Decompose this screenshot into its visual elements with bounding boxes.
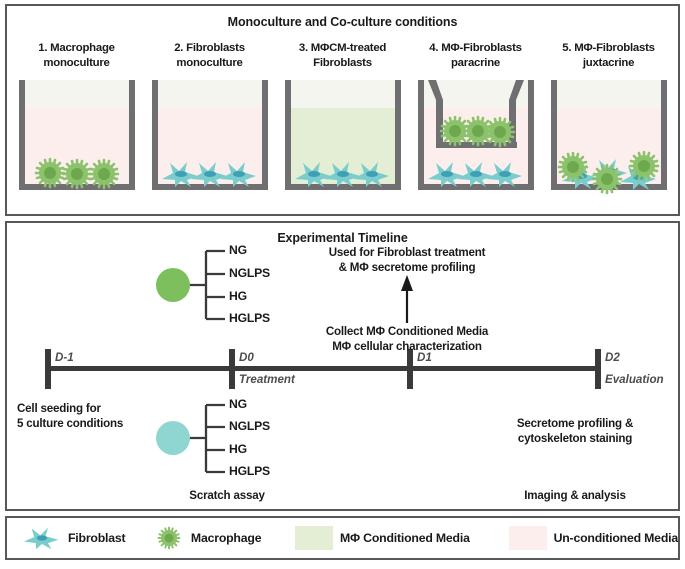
annotation-used-for: Used for Fibroblast treatment & MΦ secre… — [289, 245, 525, 275]
well-mcm-treated-fibroblasts: 3. MΦCM-treated Fibroblasts — [276, 39, 409, 208]
well-juxtacrine-coculture: 5. MΦ-Fibroblasts juxtacrine — [542, 39, 675, 208]
well-caption-line1: 2. Fibroblasts — [174, 42, 245, 54]
macrophage-branch-cell — [156, 268, 190, 302]
experimental-timeline-panel: Experimental Timeline — [5, 221, 680, 511]
fibroblast-condition-nglps: NGLPS — [229, 419, 270, 433]
conditioned-media-swatch — [294, 526, 333, 550]
evaluation-line1: Secretome profiling & — [516, 417, 634, 430]
used-line2: & MΦ secretome profiling — [338, 261, 476, 275]
well-fibroblast-monoculture: 2. Fibroblasts monoculture — [143, 39, 276, 208]
wells-row: 1. Macrophage monoculture — [10, 39, 675, 208]
well-illustration — [15, 78, 139, 196]
legend-item-unconditioned-media: Un-conditioned Media — [508, 526, 679, 550]
macrophage-branch-tree — [187, 249, 225, 321]
caption-scratch-assay: Scratch assay — [189, 489, 265, 502]
seeding-line2: 5 culture conditions — [17, 417, 124, 431]
tick-label-d1: D1 — [417, 351, 432, 364]
legend-label-macrophage: Macrophage — [190, 531, 262, 545]
seeding-line1: Cell seeding for — [17, 402, 101, 415]
unconditioned-media-swatch — [508, 526, 547, 550]
legend-label-unconditioned-media: Un-conditioned Media — [553, 531, 679, 545]
tick-sublabel-treatment: Treatment — [239, 373, 295, 386]
well-caption: 2. Fibroblasts monoculture — [174, 39, 245, 75]
well-caption-line2: juxtacrine — [582, 56, 635, 69]
well-caption-line2: paracrine — [450, 56, 501, 69]
well-caption: 4. MΦ-Fibroblasts paracrine — [429, 39, 522, 75]
tick-sublabel-evaluation: Evaluation — [605, 373, 664, 386]
legend-panel: Fibroblast — [5, 516, 680, 560]
fibroblast-condition-hg: HG — [229, 442, 247, 456]
annotation-evaluation: Secretome profiling & cytoskeleton stain… — [475, 416, 675, 446]
evaluation-line2: cytoskeleton staining — [517, 432, 633, 446]
well-caption: 3. MΦCM-treated Fibroblasts — [298, 39, 387, 75]
tick-label-d-minus-1: D-1 — [55, 351, 74, 364]
conditions-title: Monoculture and Co-culture conditions — [227, 15, 458, 29]
well-caption: 5. MΦ-Fibroblasts juxtacrine — [562, 39, 655, 75]
fibroblast-cells — [161, 162, 256, 187]
culture-conditions-panel: Monoculture and Co-culture conditions 1.… — [5, 4, 680, 216]
caption-imaging-analysis: Imaging & analysis — [524, 489, 626, 502]
legend-label-fibroblast: Fibroblast — [68, 531, 126, 545]
timeline-title: Experimental Timeline — [277, 231, 408, 245]
fibroblast-branch-cell — [156, 421, 190, 455]
legend-item-macrophage: Macrophage — [154, 526, 262, 550]
fibroblast-cells — [427, 162, 522, 187]
fibroblast-condition-hglps: HGLPS — [229, 464, 270, 478]
macrophage-condition-hglps: HGLPS — [229, 311, 270, 325]
macrophage-cells — [34, 157, 119, 190]
macrophage-condition-hg: HG — [229, 289, 247, 303]
annotation-collect-media: Collect MΦ Conditioned Media MΦ cellular… — [289, 324, 525, 354]
macrophage-icon — [157, 526, 181, 550]
well-illustration — [148, 78, 272, 196]
well-caption-line1: 4. MΦ-Fibroblasts — [429, 42, 522, 54]
well-caption-line2: monoculture — [43, 56, 110, 69]
annotation-cell-seeding: Cell seeding for 5 culture conditions — [17, 401, 123, 431]
well-paracrine-coculture: 4. MΦ-Fibroblasts paracrine — [409, 39, 542, 208]
tick-label-d0: D0 — [239, 351, 254, 364]
legend-item-fibroblast: Fibroblast — [23, 526, 126, 550]
well-caption-line1: 5. MΦ-Fibroblasts — [562, 42, 655, 54]
timeline-axis — [45, 349, 601, 389]
well-illustration — [414, 78, 538, 196]
well-caption: 1. Macrophage monoculture — [38, 39, 115, 75]
collect-line2: MΦ cellular characterization — [332, 340, 482, 354]
well-caption-line2: monoculture — [176, 56, 243, 69]
fibroblast-branch-tree — [187, 403, 225, 474]
macrophage-cells — [439, 115, 515, 148]
well-illustration — [281, 78, 405, 196]
macrophage-condition-nglps: NGLPS — [229, 266, 270, 280]
legend-item-conditioned-media: MΦ Conditioned Media — [294, 526, 470, 550]
macrophage-condition-ng: NG — [229, 243, 247, 257]
legend-row: Fibroblast — [7, 526, 678, 550]
collect-to-use-arrow — [401, 275, 413, 323]
well-illustration — [547, 78, 671, 196]
fibroblast-cells — [294, 162, 389, 187]
used-line1: Used for Fibroblast treatment — [328, 246, 486, 259]
fibroblast-icon — [23, 527, 59, 550]
collect-line1: Collect MΦ Conditioned Media — [325, 325, 489, 338]
well-caption-line2: Fibroblasts — [313, 56, 372, 69]
well-caption-line1: 3. MΦCM-treated — [298, 42, 387, 54]
fibroblast-condition-ng: NG — [229, 397, 247, 411]
timeline-body: NG NGLPS HG HGLPS NG NGLPS HG HGLPS Used… — [7, 223, 678, 509]
macrophage-cells — [557, 150, 659, 195]
tick-label-d2: D2 — [605, 351, 620, 364]
well-macrophage-monoculture: 1. Macrophage monoculture — [10, 39, 143, 208]
legend-label-conditioned-media: MΦ Conditioned Media — [339, 531, 470, 545]
well-caption-line1: 1. Macrophage — [38, 42, 115, 54]
